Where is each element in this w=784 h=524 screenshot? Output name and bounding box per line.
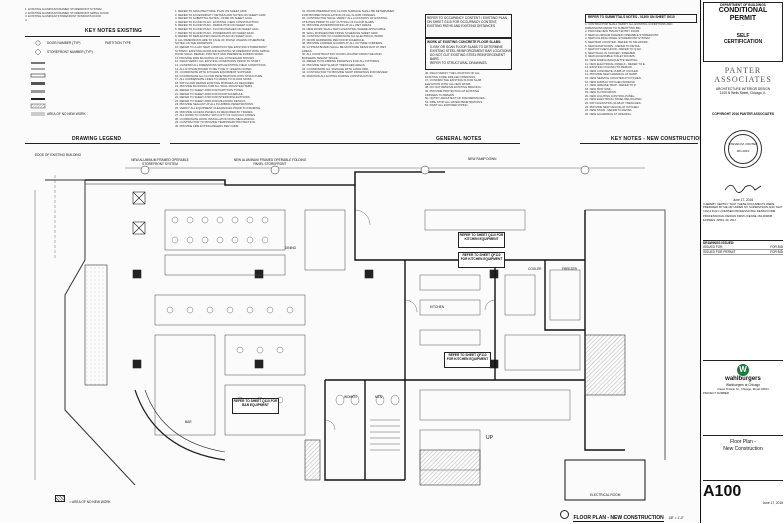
room-label-bar: BAR bbox=[185, 420, 192, 424]
no-work-legend: = AREA OF NO NEW WORK bbox=[55, 490, 111, 508]
signature: June 17, 2016 bbox=[703, 180, 783, 202]
room-label-electrical: ELECTRICAL ROOM bbox=[590, 493, 621, 497]
floor-plan-drawing bbox=[34, 165, 666, 501]
room-label-dining: DINING bbox=[285, 246, 297, 250]
legend-no-work: AREA OF NO NEW WORK bbox=[47, 112, 86, 116]
title-block: DEPARTMENT OF BUILDINGS CONDITIONAL PERM… bbox=[700, 0, 784, 523]
key-notes-new-col: 1. CONTRACTOR SHALL VERIFY ALL EXISTING … bbox=[585, 23, 673, 116]
signature-scribble bbox=[724, 184, 762, 193]
drawings-issued: DRAWINGS ISSUED: ISSUED FOR FOR BID ISSU… bbox=[703, 240, 783, 255]
firm-logo: PANTER ASSOCIATES ARCHITECTURE INTERIOR … bbox=[714, 66, 772, 95]
room-label-men: MEN bbox=[375, 395, 383, 399]
slab-item: REFER TO STRUCTURAL DRAWINGS. bbox=[430, 61, 488, 65]
room-label-women: WOMEN bbox=[344, 395, 357, 399]
key-notes-new-title: KEY NOTES - NEW CONSTRUCTION bbox=[611, 136, 704, 142]
legend-partition-type: PARTITION TYPE bbox=[105, 41, 131, 45]
drawing-legend-title: DRAWING LEGEND bbox=[72, 136, 122, 142]
key-notes-existing-panel: 1. EXISTING ALUMINUM FRAMED STOREFRONT S… bbox=[25, 8, 143, 34]
general-notes-col-1: 1. REFER TO ARCHITECTURAL PLAN ON SHEET … bbox=[175, 10, 270, 128]
occupancy-note: REFER TO OCCUPANCY CONTENT / EXISTING PL… bbox=[427, 16, 507, 28]
submittals-title: REFER TO SUBMITTALS NOTES - 01300 ON SHE… bbox=[588, 15, 675, 19]
divider bbox=[25, 143, 160, 144]
plan-title: FLOOR PLAN - NEW CONSTRUCTION bbox=[573, 515, 664, 522]
plan-scale: 1/8" = 1'-0" bbox=[668, 516, 684, 520]
room-label-freezer: FREEZER bbox=[562, 267, 577, 271]
slab-title: WORK AT EXISTING CONCRETE FLOOR SLABS: bbox=[427, 40, 502, 44]
room-label-up: UP bbox=[486, 435, 493, 441]
general-notes-col-2: 31. ROOM PREPARATION: FLOOR SURFACE SHAL… bbox=[302, 10, 395, 78]
callout-kitchen-equipment: REFER TO SHEET QF110 FOR KITCHEN EQUIPME… bbox=[444, 352, 491, 368]
general-notes-title: GENERAL NOTES bbox=[436, 136, 482, 142]
sheet-number-box: A100 June 17, 2016 bbox=[703, 480, 783, 505]
plan-top-label: NEW RAMP DOWN bbox=[468, 157, 497, 161]
general-notes-col-3: 46. FIELD VERIFY THE LOCATION OF ALL EXI… bbox=[425, 72, 486, 108]
drawing-legend-panel: DOOR NUMBER (TYP) STOREFRONT NUMBER (TYP… bbox=[25, 38, 160, 142]
callout-bar-equipment: REFER TO SHEET Q110 FOR BAR EQUIPMENT bbox=[232, 398, 279, 414]
submittals-header-box: REFER TO SUBMITTALS NOTES - 01300 ON SHE… bbox=[585, 14, 697, 23]
sheet-description: Floor Plan - New Construction bbox=[703, 435, 783, 453]
divider bbox=[25, 36, 160, 37]
slab-warning-box: WORK AT EXISTING CONCRETE FLOOR SLABS: X… bbox=[425, 38, 512, 70]
room-label-cooler: COOLER bbox=[528, 267, 542, 271]
divider bbox=[170, 143, 520, 144]
plan-title-block: FLOOR PLAN - NEW CONSTRUCTION 1/8" = 1'-… bbox=[560, 506, 684, 524]
client-logo: W wahlburgers Wahlburgers at Chicago 2 E… bbox=[703, 360, 783, 404]
section-marker-icon bbox=[560, 510, 569, 520]
divider bbox=[580, 143, 698, 144]
slab-item: X-RAY OR SCAN FLOOR SLABS TO DETERMINE E… bbox=[430, 45, 511, 53]
legend-symbols bbox=[30, 40, 46, 116]
copyright: COPYRIGHT 2016 PANTER ASSOCIATES bbox=[712, 112, 774, 116]
wahlburgers-icon: W bbox=[737, 364, 749, 376]
legend-door-number: DOOR NUMBER (TYP) bbox=[47, 41, 81, 45]
plan-top-label: EDGE OF EXISTING BUILDING bbox=[35, 153, 82, 157]
occupancy-note-box: REFER TO OCCUPANCY CONTENT / EXISTING PL… bbox=[425, 14, 512, 38]
permit-stamp: DEPARTMENT OF BUILDINGS CONDITIONAL PERM… bbox=[703, 2, 783, 62]
no-work-legend-label: = AREA OF NO NEW WORK bbox=[69, 500, 111, 504]
room-label-kitchen: KITCHEN bbox=[430, 305, 444, 309]
sheet-number: A100 bbox=[703, 483, 742, 500]
architect-seal: STEVEN M. PANTER 001.0010 bbox=[703, 130, 783, 190]
plan-top-label: NEW ALUMINUM FRAMED OPERABLE FOLDING PAN… bbox=[233, 158, 307, 166]
callout-kitchen-equipment: REFER TO SHEET QF110 FOR KITCHEN EQUIPME… bbox=[458, 252, 505, 268]
slab-item: DO NOT CUT EXISTING STEEL REINFORCEMENT … bbox=[430, 53, 505, 61]
certification: I HEREBY CERTIFY THAT THESE DOCUMENTS WE… bbox=[703, 202, 783, 222]
legend-storefront: STOREFRONT NUMBER (TYP) bbox=[47, 50, 93, 54]
plan-top-label: NEW ALUMINUM FRAMED OPERABLE STOREFRONT … bbox=[131, 158, 189, 166]
callout-kitchen-equipment: REFER TO SHEET Q110 FOR KITCHEN EQUIPMEN… bbox=[458, 232, 505, 248]
key-notes-existing-title: KEY NOTES EXISTING bbox=[85, 28, 143, 34]
hatch-swatch bbox=[55, 495, 65, 503]
